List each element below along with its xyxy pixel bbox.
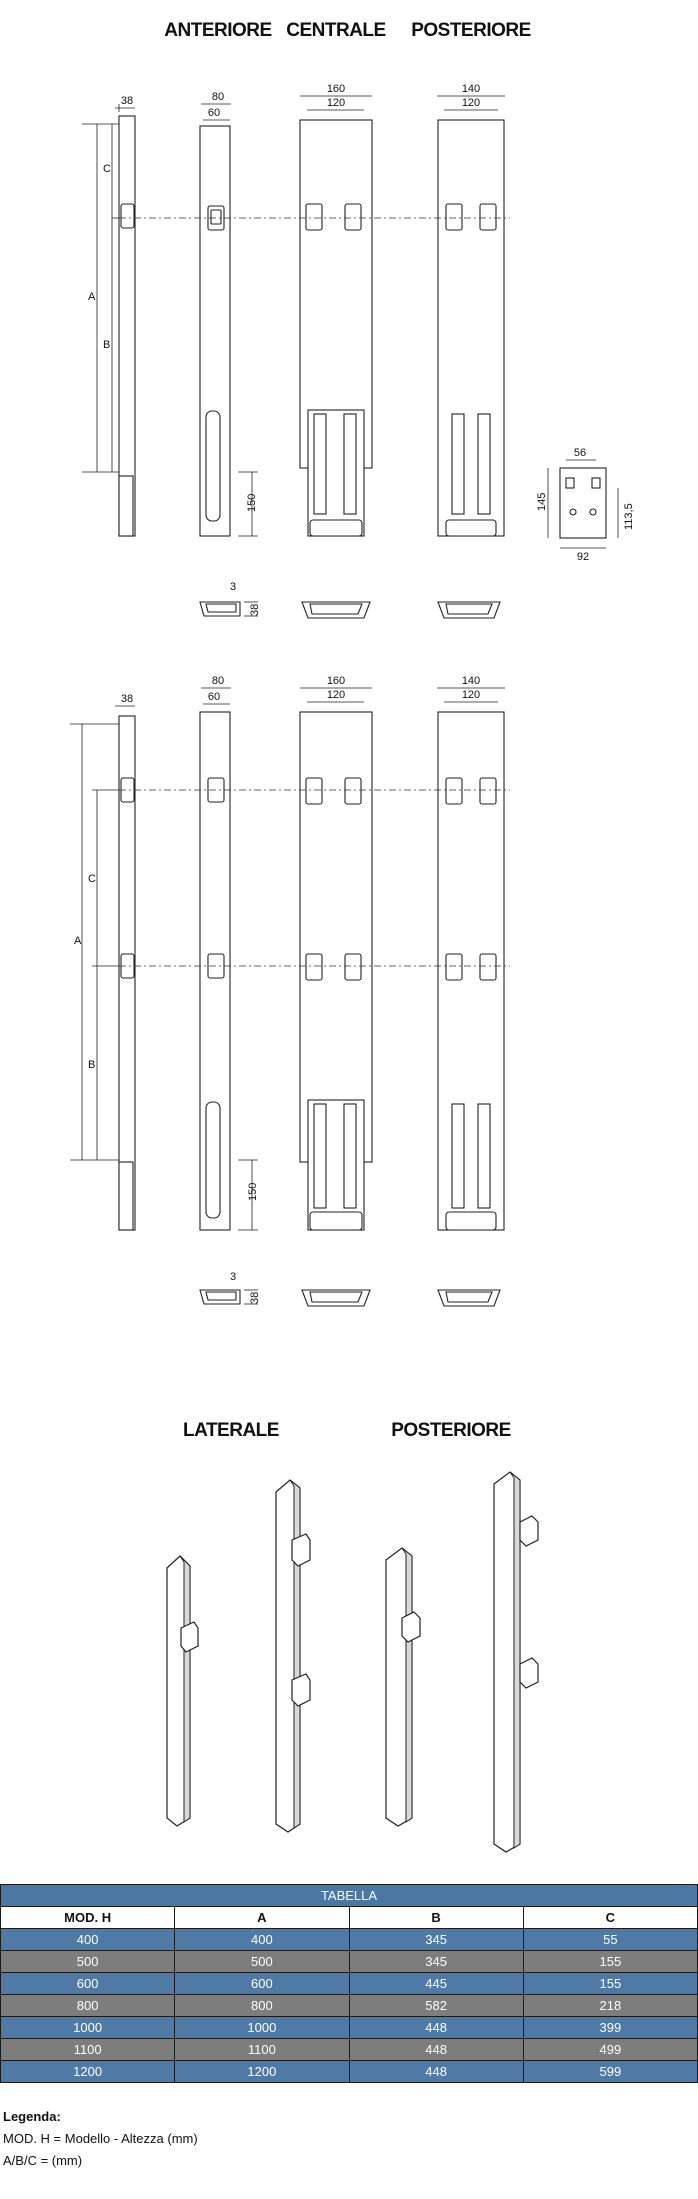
dim-56: 56 — [574, 447, 586, 459]
table-cell: 345 — [348, 1950, 524, 1973]
heading-centrale: CENTRALE — [286, 20, 385, 41]
dim-38-prof-2: 38 — [249, 1292, 261, 1304]
side-view-1: 38 A C B — [82, 95, 136, 537]
dim-92: 92 — [577, 551, 589, 563]
dimensions-table: TABELLA MOD. H A B C 400 400 345 55 500 … — [0, 1884, 698, 2083]
dim-160-1: 160 — [327, 83, 345, 95]
table-cell: 599 — [522, 2060, 698, 2083]
iso-posteriore-tall — [493, 1471, 539, 1853]
dim-60-1: 60 — [208, 107, 220, 119]
iso-posteriore-short — [385, 1547, 421, 1827]
table-cell: 1200 — [174, 2060, 350, 2083]
iso-laterale-tall — [275, 1479, 311, 1833]
heading-posteriore: POSTERIORE — [411, 20, 531, 41]
table-cell: 1000 — [174, 2016, 350, 2039]
table-cell: 155 — [522, 1972, 698, 1995]
dim-38-side-1: 38 — [121, 95, 133, 107]
table-cell: 800 — [174, 1994, 350, 2017]
table-cell: 55 — [522, 1928, 698, 1951]
table-cell: 600 — [174, 1972, 350, 1995]
table-row: 1100 1100 448 499 — [0, 2038, 698, 2061]
dim-38-prof-1: 38 — [249, 604, 261, 616]
technical-drawing: ANTERIORE CENTRALE POSTERIORE 38 A C B 8… — [70, 20, 635, 1853]
table-title: TABELLA — [0, 1884, 698, 1907]
table-row: 1200 1200 448 599 — [0, 2060, 698, 2083]
side-view-2: 38 A C B — [70, 693, 136, 1231]
column-header: MOD. H — [0, 1906, 176, 1929]
table-cell: 400 — [0, 1928, 176, 1951]
column-header: C — [522, 1906, 698, 1929]
table-cell: 218 — [522, 1994, 698, 2017]
heading-anteriore: ANTERIORE — [164, 20, 271, 41]
dim-150-2: 150 — [247, 1183, 259, 1201]
dim-140-2: 140 — [462, 675, 480, 687]
table-header-row: MOD. H A B C — [0, 1906, 698, 1929]
label-b-2: B — [88, 1059, 95, 1071]
drawing-single-hook: 38 A C B 80 60 150 — [82, 83, 635, 619]
dim-120-1: 120 — [327, 97, 345, 109]
dim-3-2: 3 — [230, 1271, 236, 1283]
label-a-1: A — [88, 291, 96, 303]
legend-line-units: A/B/C = (mm) — [3, 2153, 83, 2168]
table-cell: 500 — [174, 1950, 350, 1973]
dim-150-1: 150 — [246, 494, 258, 512]
table-cell: 500 — [0, 1950, 176, 1973]
dim-38-side-2: 38 — [121, 693, 133, 705]
table-cell: 499 — [522, 2038, 698, 2061]
table-row: 600 600 445 155 — [0, 1972, 698, 1995]
column-header: B — [348, 1906, 524, 1929]
dim-60-2: 60 — [208, 691, 220, 703]
table-cell: 448 — [348, 2060, 524, 2083]
table-cell: 600 — [0, 1972, 176, 1995]
label-c-1: C — [103, 163, 111, 175]
label-a-2: A — [74, 935, 82, 947]
table-row: 1000 1000 448 399 — [0, 2016, 698, 2039]
posteriore-view-1: 140 120 — [437, 83, 505, 537]
table-cell: 155 — [522, 1950, 698, 1973]
table-cell: 1000 — [0, 2016, 176, 2039]
table-cell: 800 — [0, 1994, 176, 2017]
table-row: 400 400 345 55 — [0, 1928, 698, 1951]
posteriore-view-2: 140 120 — [437, 675, 505, 1231]
column-header: A — [174, 1906, 350, 1929]
table-row: 500 500 345 155 — [0, 1950, 698, 1973]
dim-80-1: 80 — [212, 91, 224, 103]
heading-posteriore-iso: POSTERIORE — [391, 1420, 511, 1441]
centrale-view-1: 160 120 — [299, 83, 373, 537]
section-profiles-2: 3 38 — [199, 1271, 501, 1307]
table-cell: 399 — [522, 2016, 698, 2039]
table-cell: 1200 — [0, 2060, 176, 2083]
dim-120-post-1: 120 — [462, 97, 480, 109]
legend: Legenda: MOD. H = Modello - Altezza (mm)… — [3, 2106, 198, 2172]
section-profiles-1: 3 38 — [199, 581, 501, 619]
legend-title: Legenda: — [3, 2109, 61, 2124]
bracket-detail: 56 145 113,5 92 — [536, 447, 635, 563]
dim-145: 145 — [536, 493, 548, 511]
drawing-double-hook: 38 A C B 80 60 150 — [70, 675, 510, 1307]
dim-140-1: 140 — [462, 83, 480, 95]
label-b-1: B — [103, 339, 110, 351]
table-cell: 582 — [348, 1994, 524, 2017]
table-cell: 345 — [348, 1928, 524, 1951]
dim-80-2: 80 — [212, 675, 224, 687]
dim-120-2: 120 — [327, 689, 345, 701]
table-cell: 445 — [348, 1972, 524, 1995]
dim-113-5: 113,5 — [623, 503, 635, 530]
centrale-view-2: 160 120 — [299, 675, 373, 1231]
heading-laterale: LATERALE — [183, 1420, 279, 1441]
table-row: 800 800 582 218 — [0, 1994, 698, 2017]
table-cell: 448 — [348, 2038, 524, 2061]
table-cell: 1100 — [0, 2038, 176, 2061]
table-cell: 448 — [348, 2016, 524, 2039]
anteriore-view-1: 80 60 150 — [199, 91, 258, 537]
table-cell: 400 — [174, 1928, 350, 1951]
dim-160-2: 160 — [327, 675, 345, 687]
anteriore-view-2: 80 60 150 — [199, 675, 259, 1231]
legend-line-model: MOD. H = Modello - Altezza (mm) — [3, 2131, 198, 2146]
table-cell: 1100 — [174, 2038, 350, 2061]
iso-laterale-short — [166, 1555, 199, 1827]
label-c-2: C — [88, 873, 96, 885]
dim-3-1: 3 — [230, 581, 236, 593]
dim-120-post-2: 120 — [462, 689, 480, 701]
